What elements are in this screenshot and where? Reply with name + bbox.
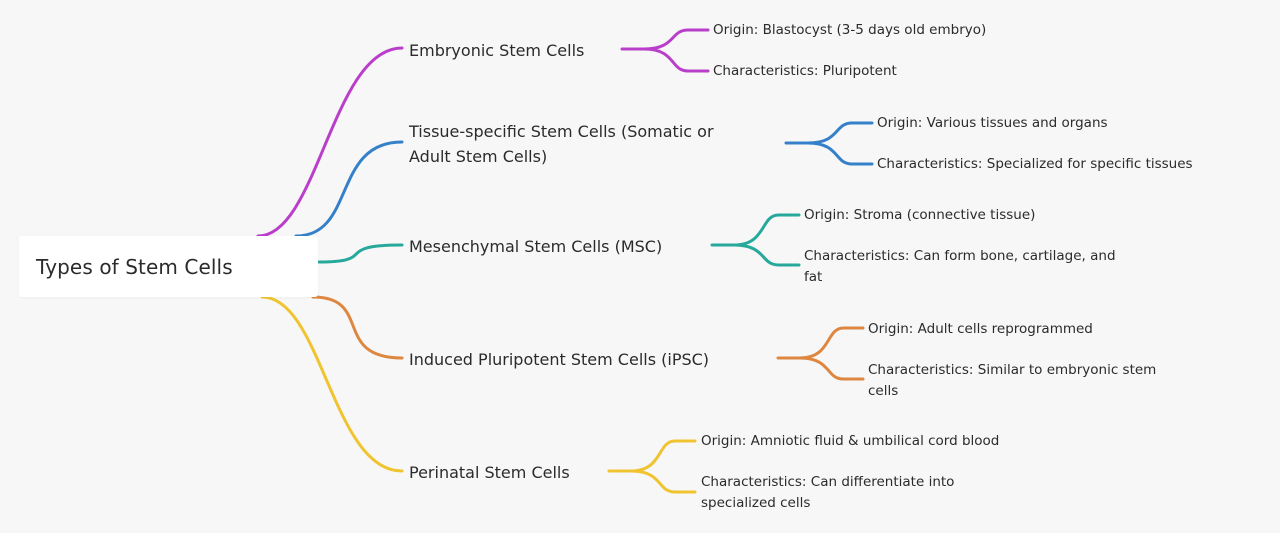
leaf-mesenchymal-characteristics[interactable]: Characteristics: Can form bone, cartilag…	[804, 248, 1116, 285]
leaf-connector	[732, 243, 801, 267]
leaf-connector	[629, 469, 697, 494]
branch-connector	[311, 295, 404, 360]
root-node[interactable]: Types of Stem Cells	[19, 236, 318, 297]
branch-perinatal[interactable]: Perinatal Stem Cells	[409, 460, 629, 485]
branch-label: Embryonic Stem Cells	[409, 41, 585, 60]
branch-embryonic[interactable]: Embryonic Stem Cells	[409, 38, 739, 63]
leaf-mesenchymal-origin[interactable]: Origin: Stroma (connective tissue)	[804, 207, 1036, 223]
branch-label: Perinatal Stem Cells	[409, 463, 570, 482]
leaf-tissue-origin[interactable]: Origin: Various tissues and organs	[877, 115, 1108, 131]
leaf-embryonic-characteristics[interactable]: Characteristics: Pluripotent	[713, 63, 897, 79]
branch-connector	[256, 46, 404, 238]
leaf-embryonic-origin[interactable]: Origin: Blastocyst (3-5 days old embryo)	[713, 22, 987, 38]
leaf-connector	[806, 141, 874, 166]
branch-connector	[294, 140, 404, 238]
leaf-connector	[806, 121, 874, 145]
leaf-perinatal-characteristics[interactable]: Characteristics: Can differentiate into …	[701, 474, 955, 511]
branch-label: Tissue-specific Stem Cells (Somatic or A…	[409, 122, 714, 166]
leaf-perinatal-origin[interactable]: Origin: Amniotic fluid & umbilical cord …	[701, 433, 1000, 449]
leaf-connector	[732, 213, 801, 247]
leaf-connector	[629, 439, 697, 473]
leaf-connector	[642, 47, 710, 73]
leaf-connector	[798, 326, 865, 360]
branch-mesenchymal[interactable]: Mesenchymal Stem Cells (MSC)	[409, 234, 709, 259]
branch-ipsc[interactable]: Induced Pluripotent Stem Cells (iPSC)	[409, 347, 749, 372]
branch-label: Induced Pluripotent Stem Cells (iPSC)	[409, 350, 710, 369]
branch-connector	[317, 243, 404, 264]
leaf-connector	[798, 356, 865, 381]
leaf-ipsc-characteristics[interactable]: Characteristics: Similar to embryonic st…	[868, 362, 1157, 399]
branch-connector	[260, 295, 404, 473]
branch-tissue-specific[interactable]: Tissue-specific Stem Cells (Somatic or A…	[409, 119, 727, 169]
leaf-tissue-characteristics[interactable]: Characteristics: Specialized for specifi…	[877, 156, 1193, 172]
root-label: Types of Stem Cells	[36, 254, 233, 279]
branch-label: Mesenchymal Stem Cells (MSC)	[409, 237, 663, 256]
leaf-ipsc-origin[interactable]: Origin: Adult cells reprogrammed	[868, 321, 1093, 337]
